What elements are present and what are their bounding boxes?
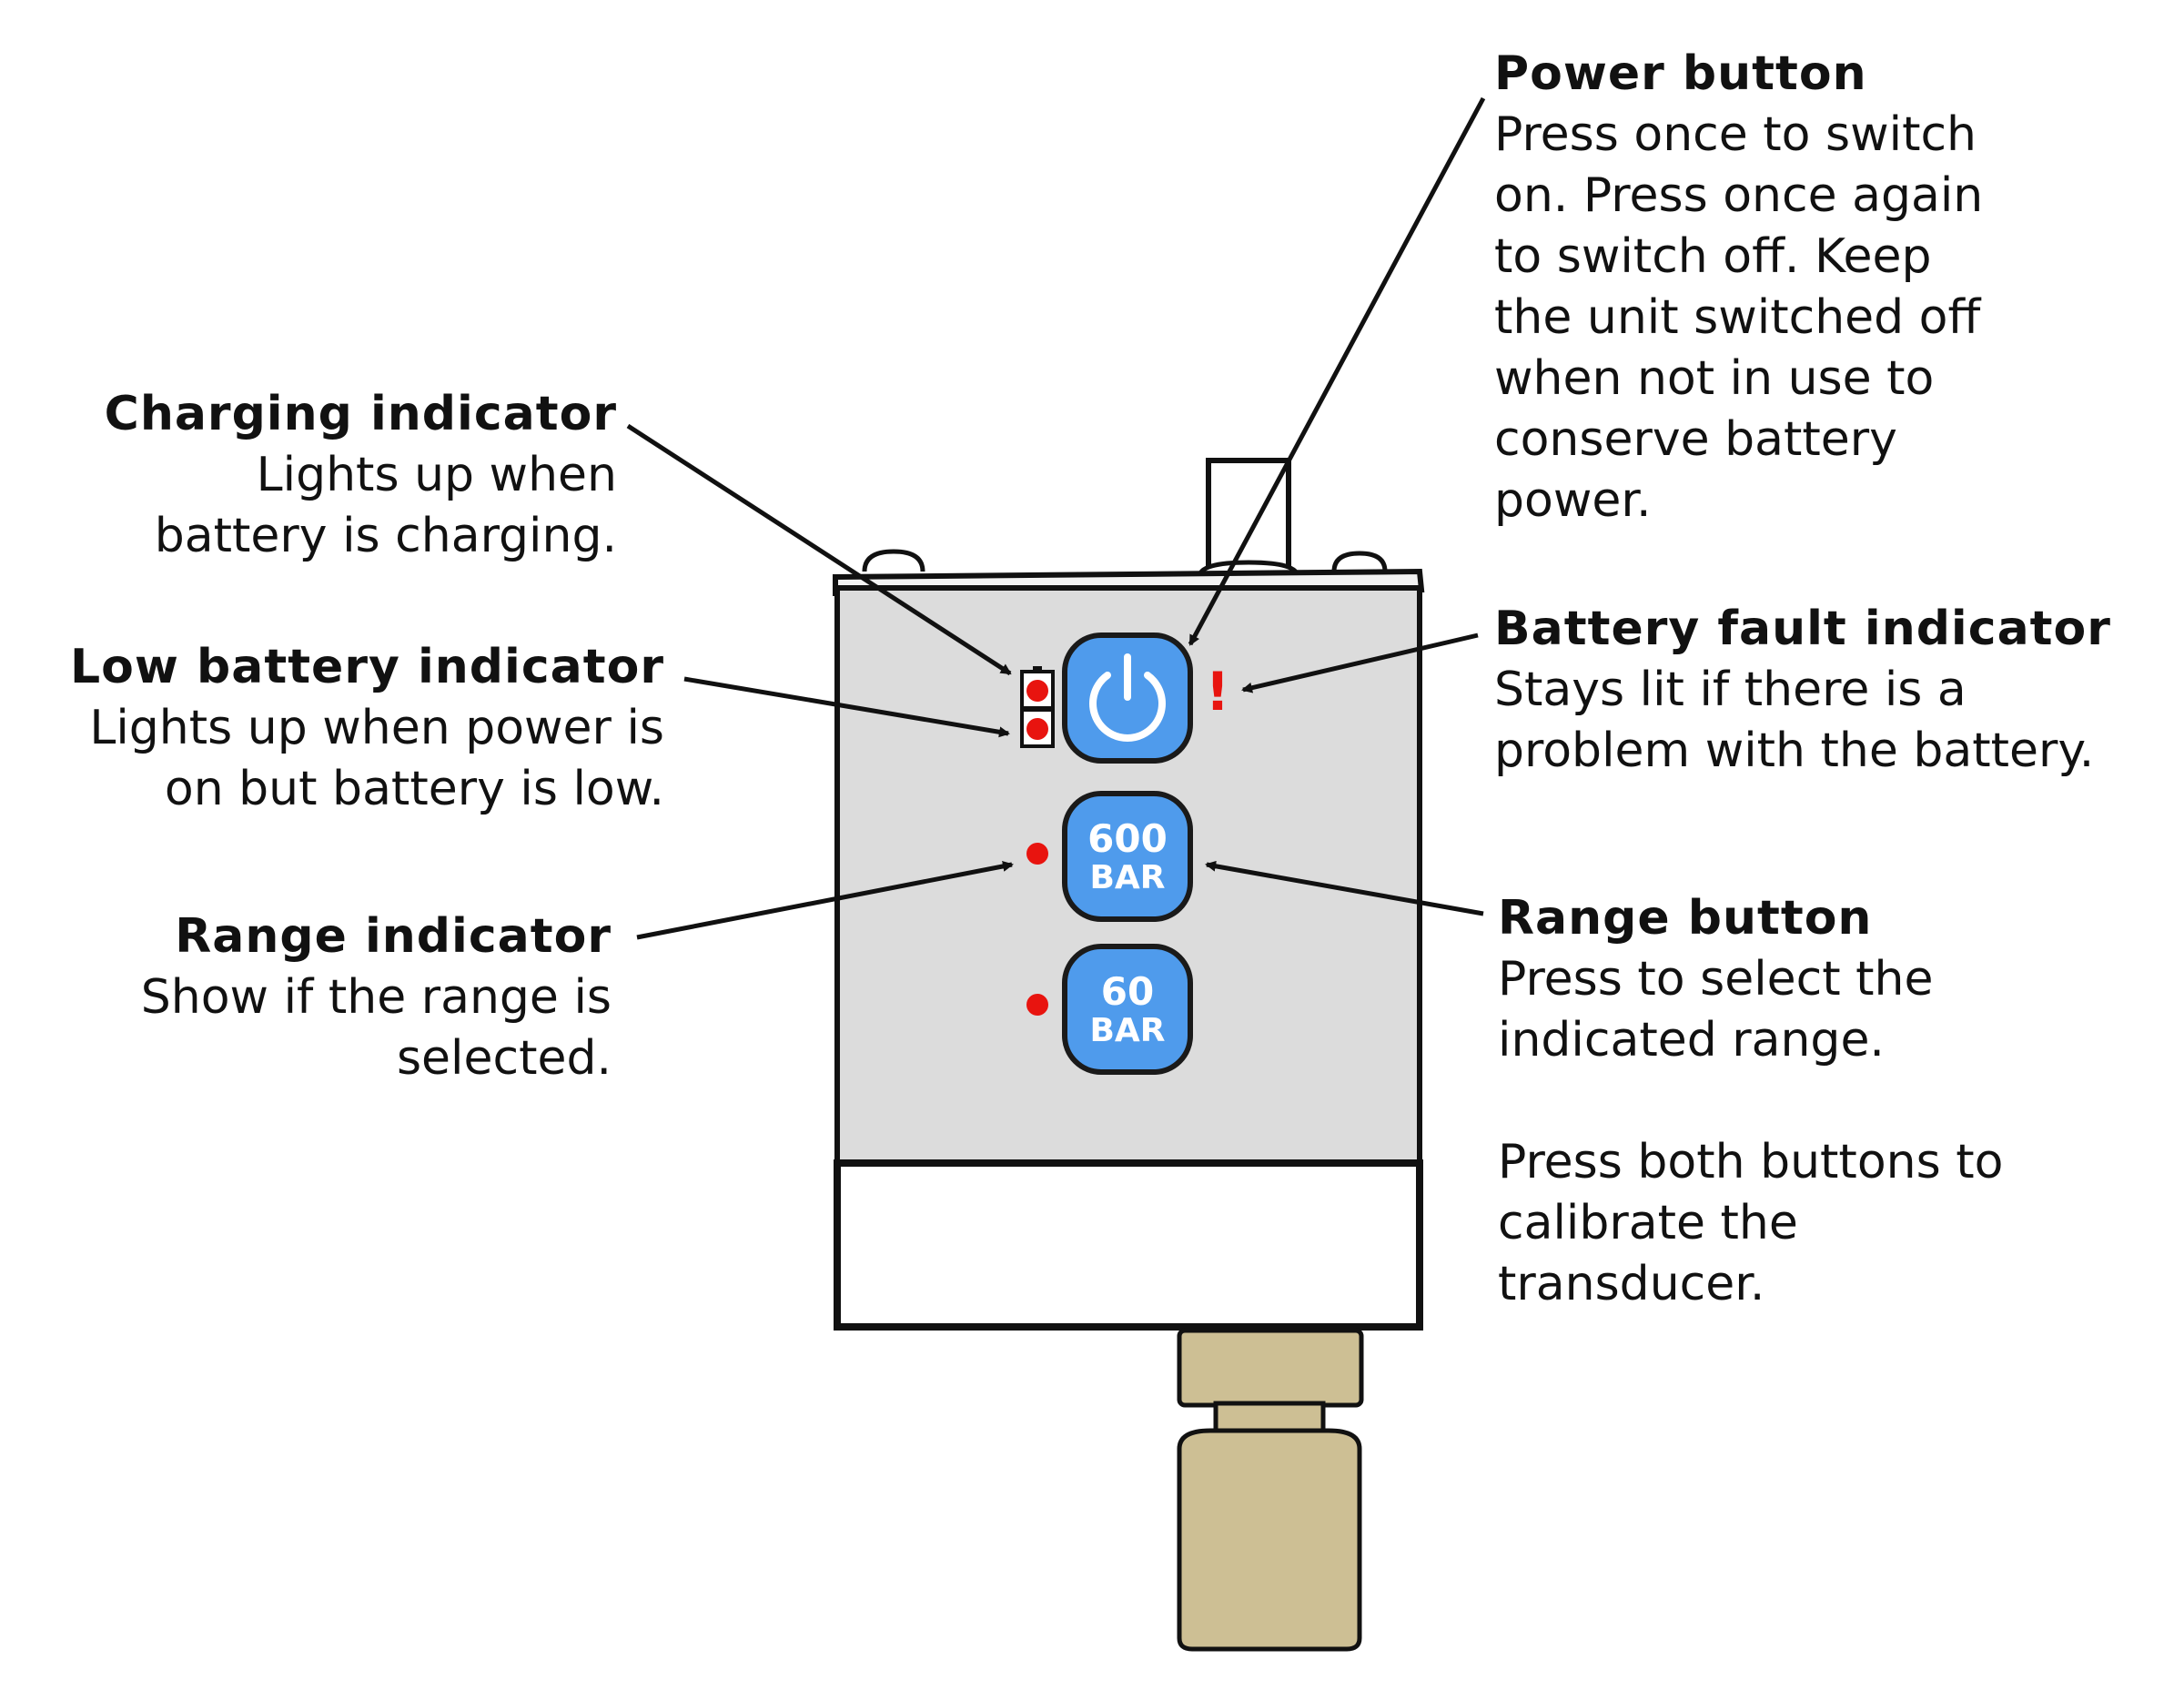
range-indicator-title: Range indicator [175, 909, 612, 964]
callout-power-button: Power button Press once to switch on. Pr… [1494, 44, 2149, 531]
battery-fault-indicator: ! [1206, 661, 1229, 723]
arrow-low-battery [683, 676, 1010, 738]
callout-low-battery-indicator: Low battery indicator Lights up when pow… [36, 637, 664, 820]
range-600-line2: BAR [1089, 859, 1165, 896]
charging-indicator-led [1026, 680, 1048, 702]
range-60-line1: 60 [1101, 969, 1154, 1014]
top-bump-left [862, 549, 925, 572]
range-60-line2: BAR [1089, 1012, 1165, 1049]
callout-range-button: Range button Press to select the indicat… [1498, 888, 2153, 1315]
fitting-lower [1177, 1428, 1362, 1652]
power-icon [1089, 672, 1166, 742]
arrow-power [1188, 96, 1486, 646]
power-button[interactable] [1062, 632, 1193, 764]
range-button-title: Range button [1498, 891, 1873, 946]
arrow-battery-fault [1241, 632, 1479, 693]
low-battery-indicator-title: Low battery indicator [70, 640, 664, 694]
range-600-line1: 600 [1087, 816, 1168, 861]
arrow-range-indicator [636, 861, 1014, 940]
range-indicator-desc: Show if the range is selected. [140, 970, 612, 1086]
callout-battery-fault-indicator: Battery fault indicator Stays lit if the… [1494, 599, 2168, 782]
range-600-indicator-led [1026, 843, 1048, 865]
fitting-upper [1177, 1328, 1364, 1408]
arrow-range-button [1205, 860, 1484, 916]
callout-range-indicator: Range indicator Show if the range is sel… [36, 906, 612, 1089]
battery-fault-indicator-title: Battery fault indicator [1494, 602, 2111, 656]
low-battery-indicator-desc: Lights up when power is on but battery i… [89, 701, 664, 816]
lower-body [834, 1159, 1423, 1331]
range-60-button[interactable]: 60 BAR [1062, 944, 1193, 1075]
top-post [1206, 458, 1291, 580]
charging-indicator-desc: Lights up when battery is charging. [154, 448, 617, 563]
arrow-charging [626, 423, 1012, 676]
power-button-title: Power button [1494, 46, 1867, 101]
power-button-desc: Press once to switch on. Press once agai… [1494, 107, 1984, 528]
range-60-indicator-led [1026, 994, 1048, 1016]
top-bump-right [1331, 551, 1388, 572]
range-600-button[interactable]: 600 BAR [1062, 791, 1193, 922]
charging-indicator-title: Charging indicator [104, 387, 617, 441]
range-button-desc: Press to select the indicated range. Pre… [1498, 952, 2004, 1311]
callout-charging-indicator: Charging indicator Lights up when batter… [36, 384, 617, 567]
battery-fault-indicator-desc: Stays lit if there is a problem with the… [1494, 663, 2095, 778]
low-battery-indicator-led [1026, 718, 1048, 740]
